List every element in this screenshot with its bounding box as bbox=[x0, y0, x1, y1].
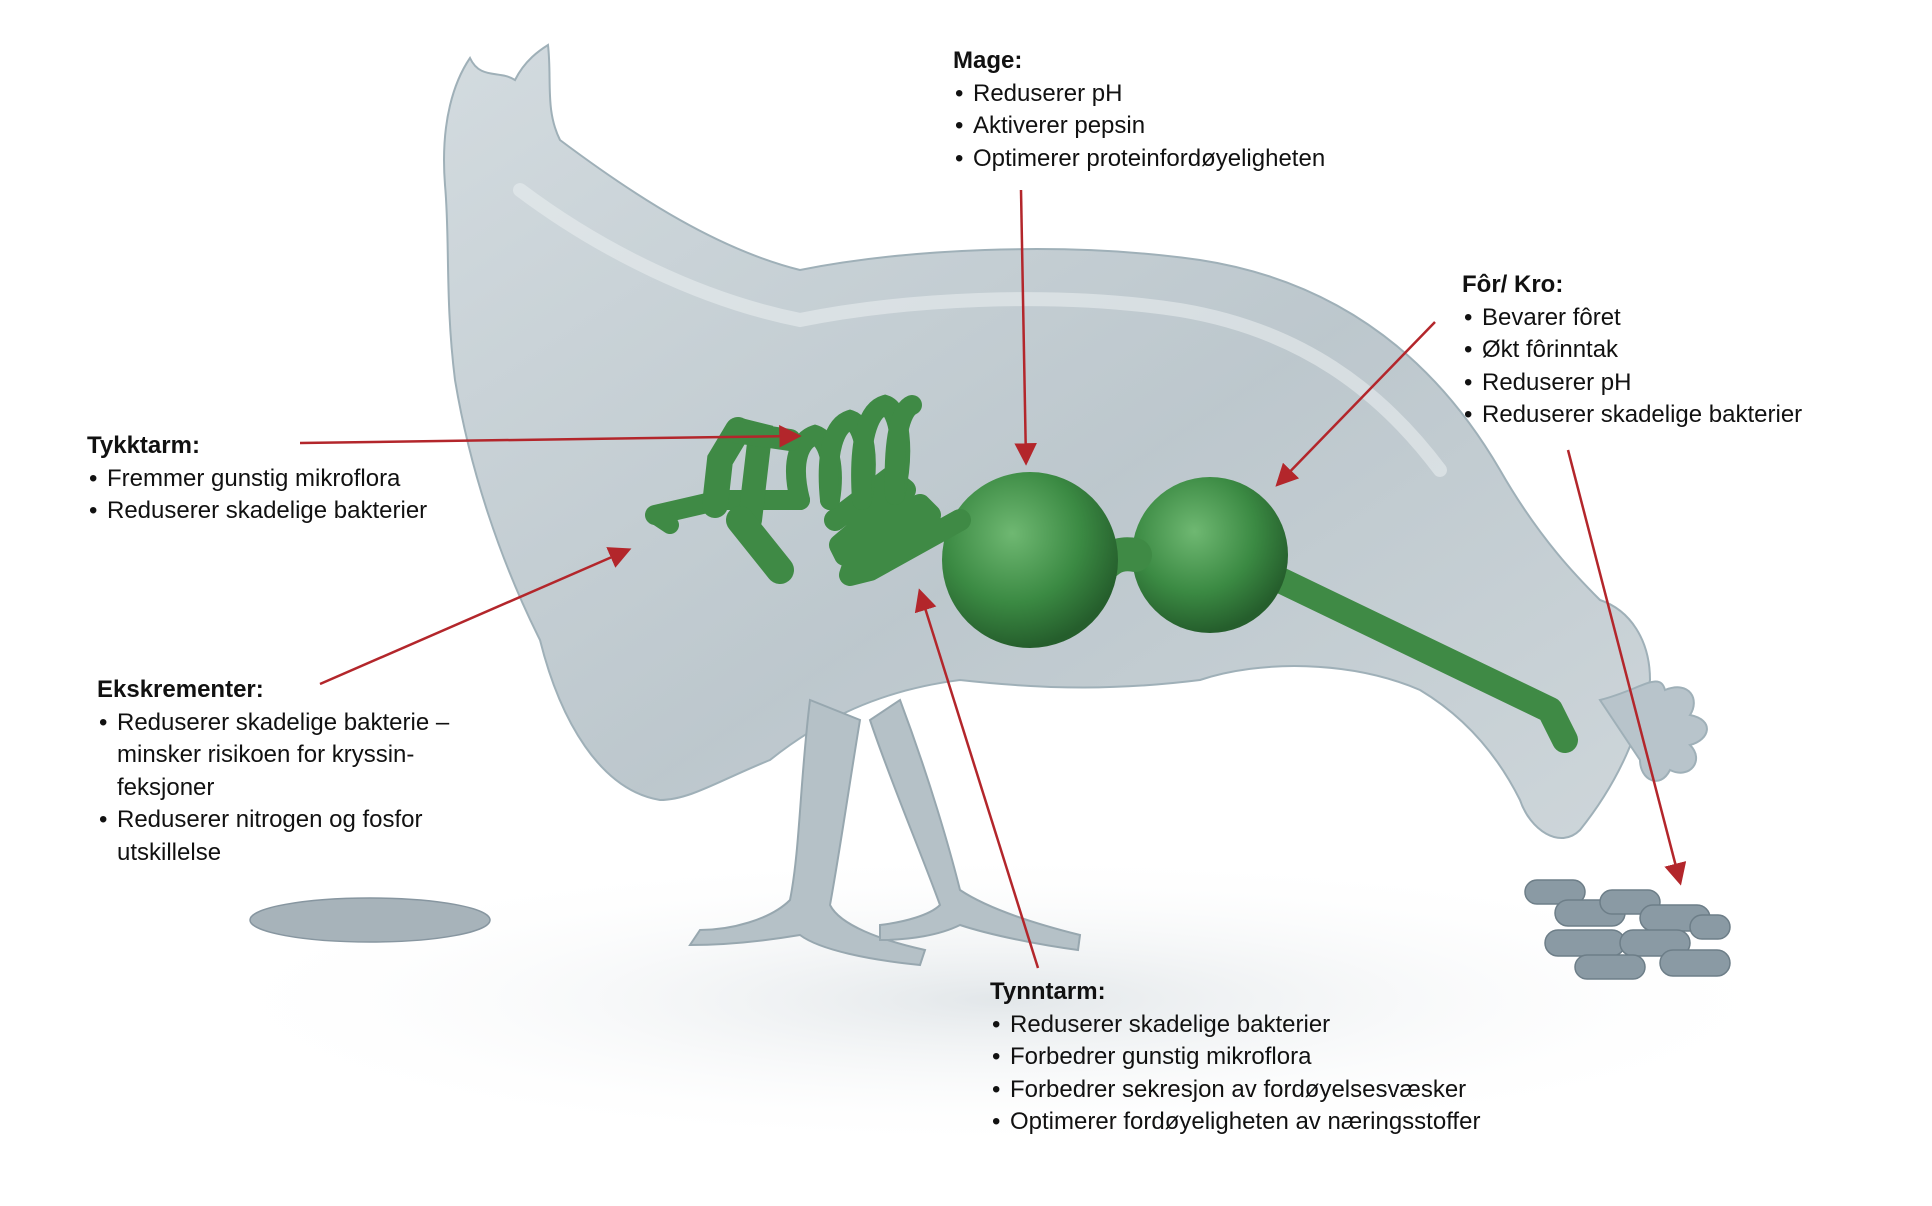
label-ekskrementer-item: Reduserer nitrogen og fosfor utskillelse bbox=[97, 804, 449, 869]
label-for-kro-item: Reduserer pH bbox=[1462, 367, 1802, 400]
feed-pile bbox=[1524, 879, 1731, 980]
leg-left bbox=[688, 698, 927, 967]
label-tykktarm-item: Reduserer skadelige bakterier bbox=[87, 495, 427, 528]
arrow-feed bbox=[1566, 449, 1687, 886]
label-ekskrementer: Ekskrementer: Reduserer skadelige bakter… bbox=[97, 674, 449, 869]
digestive-tract bbox=[645, 394, 1578, 753]
pointer-arrows bbox=[299, 189, 1687, 969]
body-sheen bbox=[513, 183, 1447, 477]
label-tynntarm-title: Tynntarm: bbox=[990, 978, 1106, 1005]
comb bbox=[1598, 680, 1708, 782]
label-mage-item: Optimerer proteinfordøyeligheten bbox=[953, 143, 1325, 176]
label-mage-item: Aktiverer pepsin bbox=[953, 110, 1325, 143]
label-for-kro-title: Fôr/ Kro: bbox=[1462, 271, 1564, 298]
label-tynntarm-list: Reduserer skadelige bakterier Forbedrer … bbox=[990, 1009, 1480, 1139]
label-for-kro-list: Bevarer fôret Økt fôrinntak Reduserer pH… bbox=[1462, 302, 1802, 432]
label-ekskrementer-list: Reduserer skadelige bakterie – minsker r… bbox=[97, 707, 449, 870]
label-mage-list: Reduserer pH Aktiverer pepsin Optimerer … bbox=[953, 78, 1325, 176]
label-for-kro-item: Reduserer skadelige bakterier bbox=[1462, 399, 1802, 432]
chicken-body bbox=[443, 43, 1652, 840]
label-for-kro-item: Økt fôrinntak bbox=[1462, 334, 1802, 367]
label-tynntarm-item: Forbedrer sekresjon av fordøyelsesvæsker bbox=[990, 1074, 1480, 1107]
colon-coil bbox=[786, 394, 922, 510]
cloaca-tube bbox=[646, 506, 679, 534]
arrow-tykktarm bbox=[299, 425, 802, 448]
arrow-mage bbox=[1014, 189, 1037, 466]
droppings bbox=[249, 897, 491, 943]
label-tynntarm-item: Optimerer fordøyeligheten av næringsstof… bbox=[990, 1106, 1480, 1139]
label-tykktarm: Tykktarm: Fremmer gunstig mikroflora Red… bbox=[87, 430, 427, 528]
label-tykktarm-list: Fremmer gunstig mikroflora Reduserer ska… bbox=[87, 463, 427, 528]
arrow-tynntarm bbox=[914, 588, 1040, 969]
label-tynntarm-item: Forbedrer gunstig mikroflora bbox=[990, 1041, 1480, 1074]
label-ekskrementer-item: Reduserer skadelige bakterie – minsker r… bbox=[97, 707, 449, 805]
gizzard bbox=[942, 472, 1118, 648]
arrow-ekskrementer bbox=[319, 547, 632, 686]
label-mage-title: Mage: bbox=[953, 47, 1023, 74]
label-tykktarm-item: Fremmer gunstig mikroflora bbox=[87, 463, 427, 496]
crop bbox=[1132, 477, 1288, 633]
label-tynntarm: Tynntarm: Reduserer skadelige bakterier … bbox=[990, 976, 1480, 1139]
label-mage-item: Reduserer pH bbox=[953, 78, 1325, 111]
label-for-kro-item: Bevarer fôret bbox=[1462, 302, 1802, 335]
caecum-2 bbox=[726, 506, 794, 584]
leg-right bbox=[868, 698, 1082, 952]
label-tykktarm-title: Tykktarm: bbox=[87, 432, 200, 459]
label-for-kro: Fôr/ Kro: Bevarer fôret Økt fôrinntak Re… bbox=[1462, 269, 1802, 432]
esophagus bbox=[1267, 567, 1578, 753]
arrow-for-kro bbox=[1275, 321, 1436, 487]
label-ekskrementer-title: Ekskrementer: bbox=[97, 676, 264, 703]
label-tynntarm-item: Reduserer skadelige bakterier bbox=[990, 1009, 1480, 1042]
label-mage: Mage: Reduserer pH Aktiverer pepsin Opti… bbox=[953, 45, 1325, 175]
